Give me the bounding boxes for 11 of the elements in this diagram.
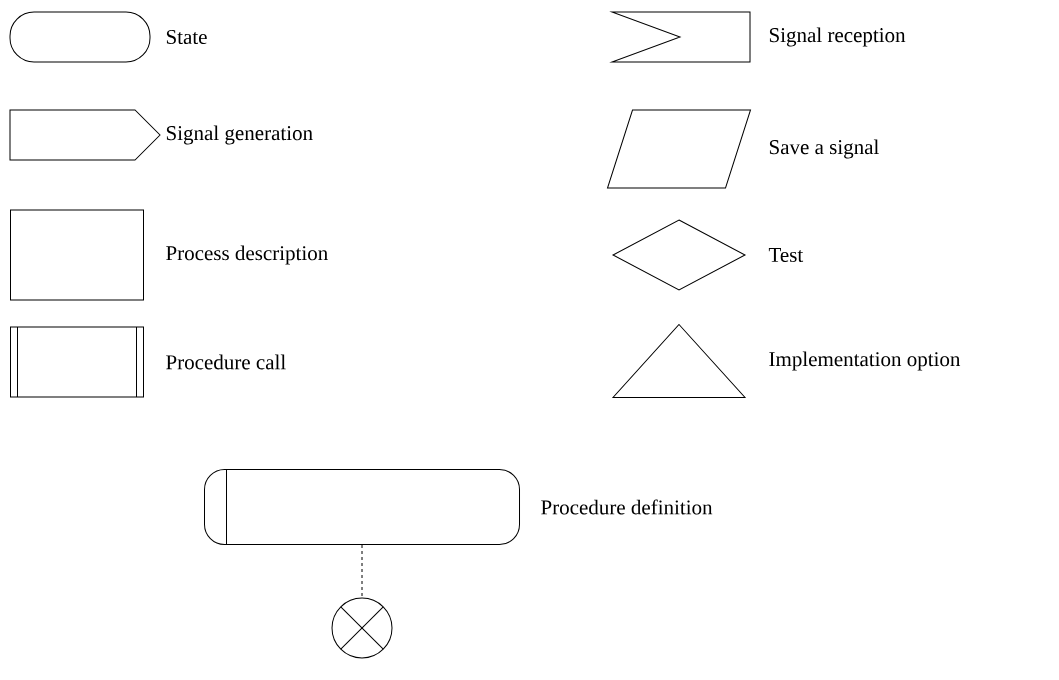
connector-line bbox=[361, 544, 363, 598]
symbol-label: Procedure call bbox=[166, 354, 286, 370]
symbol-label: Signal generation bbox=[166, 125, 313, 145]
crossed-circle-symbol bbox=[331, 597, 393, 659]
symbol-label: Procedure definition bbox=[541, 499, 713, 515]
symbol-label: Process description bbox=[166, 245, 328, 265]
symbol-label: Implementation option bbox=[769, 351, 961, 371]
symbol-label: State bbox=[166, 29, 207, 45]
symbol-label: Save a signal bbox=[769, 139, 879, 159]
symbol-label: Signal reception bbox=[769, 27, 906, 47]
symbol-label: Test bbox=[768, 248, 804, 262]
